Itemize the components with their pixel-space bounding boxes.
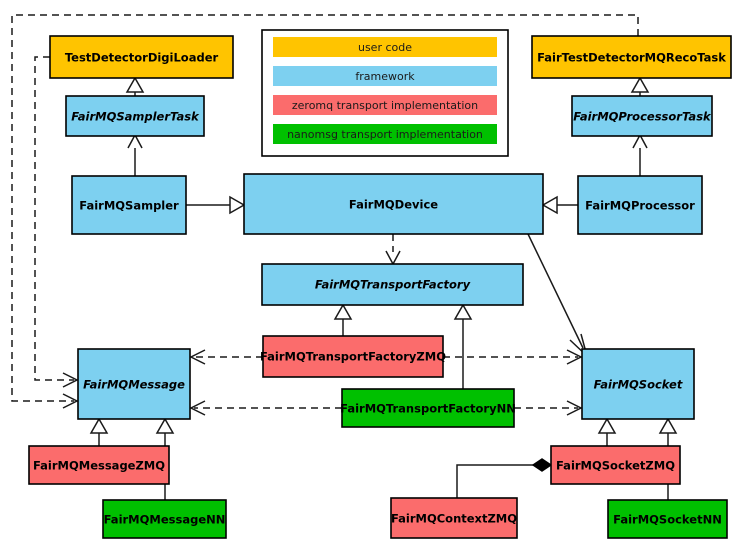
- node-box[interactable]: [550, 445, 681, 485]
- node-FairMQProcessorTask[interactable]: FairMQProcessorTask: [571, 95, 713, 137]
- node-FairMQProcessor[interactable]: FairMQProcessor: [577, 175, 703, 235]
- node-box[interactable]: [341, 388, 515, 428]
- node-FairMQTransportFactory[interactable]: FairMQTransportFactory: [261, 263, 524, 306]
- node-box[interactable]: [243, 173, 544, 235]
- legend-item-user-code: user code: [273, 37, 497, 57]
- node-label-fairmqmessagezmq: FairMQMessageZMQ: [33, 459, 165, 473]
- node-FairMQSocketZMQ[interactable]: FairMQSocketZMQ: [550, 445, 681, 485]
- edge-socketzmq-to-contextzmq: [456, 464, 534, 498]
- node-FairMQMessage[interactable]: FairMQMessage: [77, 348, 191, 420]
- node-FairMQMessageZMQ[interactable]: FairMQMessageZMQ: [28, 445, 170, 485]
- node-label-fairmqdevice: FairMQDevice: [349, 198, 438, 212]
- node-FairMQTransportFactoryNN[interactable]: FairMQTransportFactoryNN: [340, 388, 516, 428]
- legend-swatch-user-code: [273, 37, 497, 57]
- arrowhead-tfnn-to-message: [189, 400, 206, 416]
- node-label-fairmqtransportfactorynn: FairMQTransportFactoryNN: [340, 402, 516, 416]
- node-FairMQMessageNN[interactable]: FairMQMessageNN: [102, 499, 227, 539]
- node-box[interactable]: [65, 95, 205, 137]
- node-label-fairmqmessage: FairMQMessage: [83, 378, 185, 392]
- node-FairMQContextZMQ[interactable]: FairMQContextZMQ: [390, 497, 518, 539]
- arrowhead-tfzmq-to-transportfactory: [333, 303, 353, 320]
- node-label-fairmqtransportfactoryzmq: FairMQTransportFactoryZMQ: [260, 350, 446, 364]
- node-FairMQSocketNN[interactable]: FairMQSocketNN: [607, 499, 728, 539]
- arrowhead-processor-to-processortask: [632, 133, 648, 149]
- node-FairMQDevice[interactable]: FairMQDevice: [243, 173, 544, 235]
- node-box[interactable]: [49, 35, 234, 79]
- legend-item-zeromq: zeromq transport implementation: [273, 95, 497, 115]
- node-label-fairmqprocessor: FairMQProcessor: [585, 199, 695, 213]
- arrowhead-digiloader-to-message: [62, 372, 79, 388]
- legend-label-nanomsg: nanomsg transport implementation: [287, 128, 483, 141]
- arrowhead-tfnn-to-socket: [566, 400, 583, 416]
- arrowhead-samplertask-to-digiloader: [125, 76, 145, 93]
- node-FairMQSocket[interactable]: FairMQSocket: [581, 348, 695, 420]
- arrowhead-sampler-to-samplertask: [127, 133, 143, 149]
- node-label-fairmqsocket: FairMQSocket: [594, 378, 683, 392]
- node-box[interactable]: [261, 263, 524, 306]
- node-box[interactable]: [607, 499, 728, 539]
- node-FairMQSampler[interactable]: FairMQSampler: [71, 175, 187, 235]
- edge-layer: [11, 14, 678, 500]
- arrowhead-tfzmq-to-message: [189, 349, 206, 365]
- legend-swatch-nanomsg: [273, 124, 497, 144]
- node-FairMQTransportFactoryZMQ[interactable]: FairMQTransportFactoryZMQ: [260, 335, 446, 378]
- arrowhead-processortask-to-recotask: [630, 76, 650, 93]
- arrowhead-recotask-to-message: [62, 393, 79, 409]
- arrowhead-socketnn-to-socket: [658, 417, 678, 434]
- node-box[interactable]: [571, 95, 713, 137]
- node-label-testdetectordigiloader: TestDetectorDigiLoader: [65, 51, 219, 65]
- arrowhead-processor-to-device: [541, 195, 558, 215]
- diamond-socketzmq-composition: [531, 458, 553, 472]
- edge-device-to-socket: [527, 233, 584, 349]
- node-TestDetectorDigiLoader[interactable]: TestDetectorDigiLoader: [49, 35, 234, 79]
- legend-item-framework: framework: [273, 66, 497, 86]
- node-box[interactable]: [28, 445, 170, 485]
- edge-recotask-to-message: [11, 14, 639, 402]
- node-label-fairmqtransportfactory: FairMQTransportFactory: [315, 278, 471, 292]
- node-label-fairmqsocketzmq: FairMQSocketZMQ: [556, 459, 675, 473]
- node-layer: TestDetectorDigiLoader FairTestDetectorM…: [28, 35, 732, 539]
- legend-swatch-zeromq: [273, 95, 497, 115]
- node-label-fairmqprocessortask: FairMQProcessorTask: [573, 110, 712, 124]
- arrowhead-sampler-to-device: [229, 195, 246, 215]
- node-box[interactable]: [577, 175, 703, 235]
- arrowhead-messagenn-to-message: [155, 417, 175, 434]
- node-label-fairmqsamplertask: FairMQSamplerTask: [71, 110, 200, 124]
- node-FairMQSamplerTask[interactable]: FairMQSamplerTask: [65, 95, 205, 137]
- node-box[interactable]: [71, 175, 187, 235]
- node-label-fairmqsocketnn: FairMQSocketNN: [613, 513, 722, 527]
- node-label-fairmqsampler: FairMQSampler: [79, 199, 179, 213]
- node-label-fairmqcontextzmq: FairMQContextZMQ: [391, 512, 517, 526]
- arrowhead-messagezmq-to-message: [89, 417, 109, 434]
- legend-panel: user code framework zeromq transport imp…: [261, 29, 509, 157]
- node-box[interactable]: [531, 35, 732, 79]
- arrowhead-device-to-transportfactory: [385, 250, 401, 266]
- node-box[interactable]: [390, 497, 518, 539]
- node-box[interactable]: [262, 335, 444, 378]
- node-box[interactable]: [102, 499, 227, 539]
- node-box[interactable]: [77, 348, 191, 420]
- arrowhead-tfnn-to-transportfactory: [453, 303, 473, 320]
- node-FairTestDetectorMQRecoTask[interactable]: FairTestDetectorMQRecoTask: [531, 35, 732, 79]
- node-box[interactable]: [581, 348, 695, 420]
- arrowhead-tfzmq-to-socket: [566, 349, 583, 365]
- legend-swatch-framework: [273, 66, 497, 86]
- arrowhead-socketzmq-to-socket: [597, 417, 617, 434]
- node-label-fairtestdetectormqrecotask: FairTestDetectorMQRecoTask: [537, 51, 726, 65]
- legend-item-nanomsg: nanomsg transport implementation: [273, 124, 497, 144]
- legend-label-zeromq: zeromq transport implementation: [292, 99, 478, 112]
- node-label-fairmqmessagenn: FairMQMessageNN: [104, 513, 226, 527]
- legend-label-user-code: user code: [358, 41, 412, 54]
- legend-label-framework: framework: [355, 70, 415, 83]
